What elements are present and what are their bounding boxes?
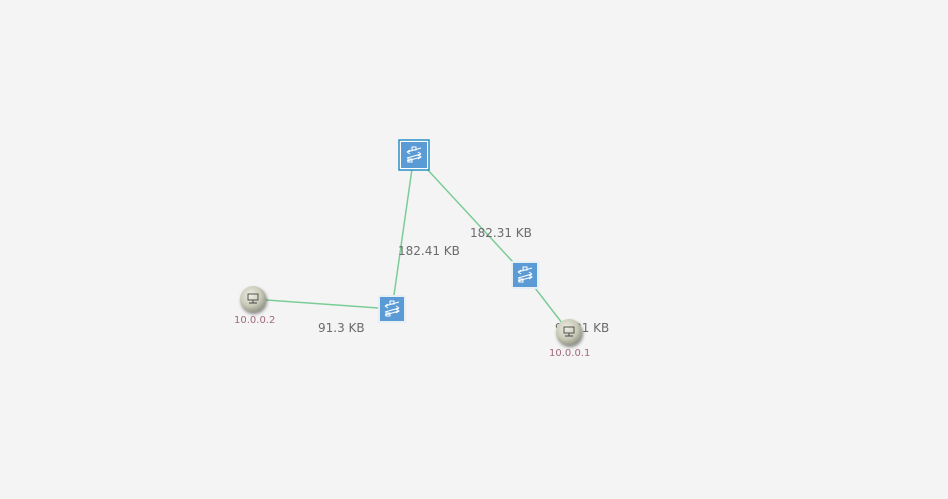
host-node-right[interactable] [556, 319, 582, 345]
link-label-hostleft-switchleft: 91.3 KB [318, 321, 365, 335]
host-icon [563, 326, 575, 337]
link-label-top-left: 182.41 KB [398, 244, 460, 258]
link-line-top-left[interactable] [391, 154, 415, 310]
host-node-left[interactable] [240, 286, 266, 312]
link-labels-layer: 182.41 KB 182.31 KB 91.3 KB 91.31 KB [318, 226, 609, 335]
host-label-right: 10.0.0.1 [549, 348, 590, 359]
link-line-top-right[interactable] [413, 154, 526, 276]
switch-node-top[interactable] [398, 139, 430, 171]
host-body [556, 319, 582, 345]
host-icon [247, 293, 259, 304]
switch-icon [517, 266, 533, 283]
switch-icon [384, 300, 400, 317]
link-line-hostleft-switchleft[interactable] [252, 298, 393, 310]
switch-body [401, 142, 427, 168]
link-label-top-right: 182.31 KB [470, 226, 532, 240]
switch-icon [406, 146, 422, 163]
host-body [240, 286, 266, 312]
host-label-left: 10.0.0.2 [234, 315, 275, 326]
switch-node-right[interactable] [511, 261, 539, 289]
switch-node-left[interactable] [378, 295, 406, 323]
